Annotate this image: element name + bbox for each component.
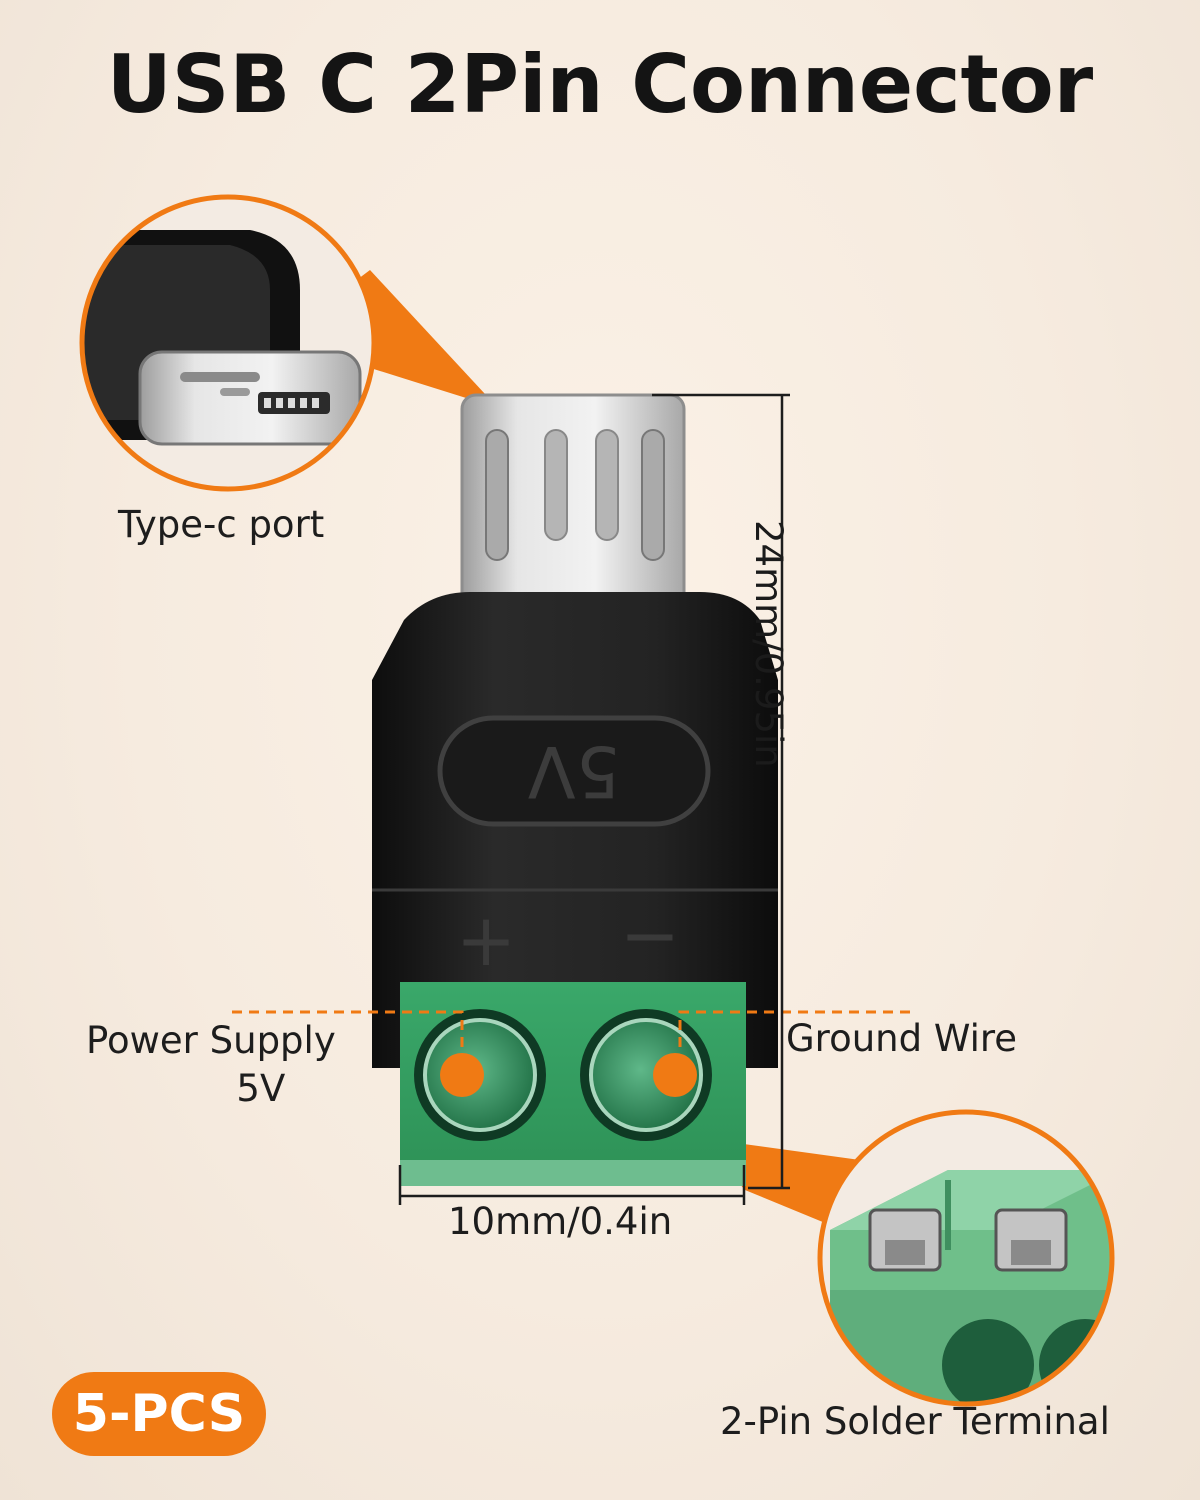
dimension-lines	[398, 393, 790, 1205]
usb-plug	[460, 393, 686, 627]
callout-pointer-top	[330, 270, 498, 408]
page-title: USB C 2Pin Connector	[106, 38, 1094, 131]
power-supply-line1: Power Supply	[86, 1019, 336, 1062]
minus-mark: −	[620, 893, 680, 977]
power-supply-line2: 5V	[236, 1067, 286, 1110]
housing-voltage-mark: 5V	[528, 730, 621, 812]
type-c-port-label: Type-c port	[118, 503, 325, 546]
terminal-label: 2-Pin Solder Terminal	[720, 1400, 1110, 1443]
connector-housing: 5V + −	[372, 592, 778, 1068]
height-dimension-label: 24mm/0.95in	[747, 520, 790, 768]
quantity-badge: 5-PCS	[52, 1372, 266, 1456]
ground-wire-label: Ground Wire	[786, 1017, 1018, 1060]
width-dimension-label: 10mm/0.4in	[448, 1200, 673, 1243]
terminal-zoom	[820, 1112, 1112, 1404]
terminal-block	[400, 982, 746, 1186]
power-supply-label: Power Supply 5V	[86, 1017, 336, 1113]
plus-mark: +	[456, 898, 516, 982]
type-c-port-zoom	[82, 197, 374, 489]
